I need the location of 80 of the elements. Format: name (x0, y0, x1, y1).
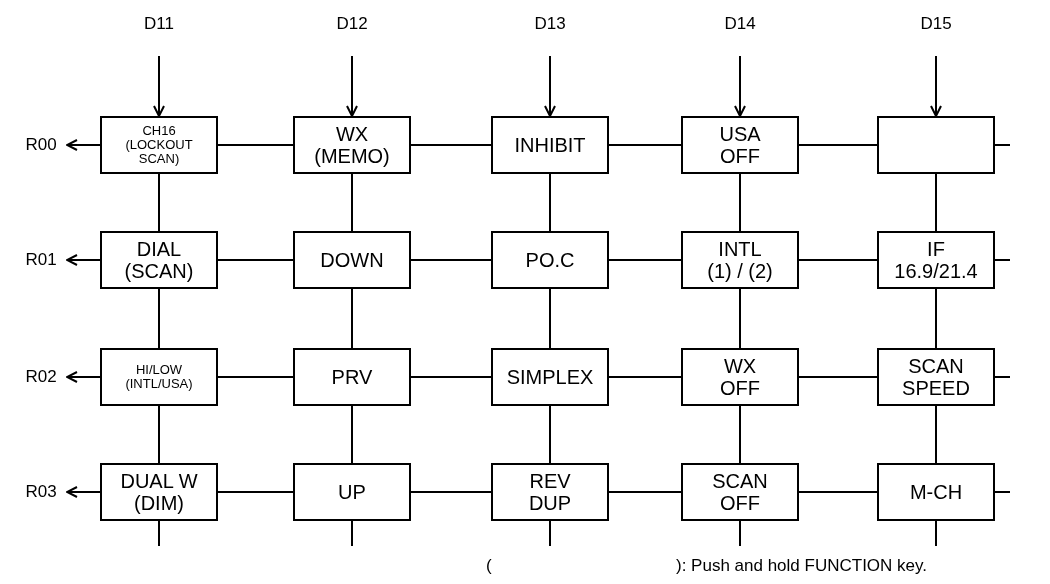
connector-line (739, 520, 741, 547)
key-box: DUAL W (DIM) (100, 463, 218, 521)
arrow (544, 55, 556, 117)
connector-line (608, 259, 682, 261)
key-box: USA OFF (681, 116, 799, 174)
connector-line (158, 173, 160, 232)
row-label: R03 (18, 480, 64, 504)
connector-line (608, 376, 682, 378)
connector-line (217, 376, 294, 378)
connector-line (935, 173, 937, 232)
key-box: SIMPLEX (491, 348, 609, 406)
key-box: SCAN OFF (681, 463, 799, 521)
connector-line (739, 405, 741, 464)
key-box: UP (293, 463, 411, 521)
row-label: R01 (18, 248, 64, 272)
key-box: PRV (293, 348, 411, 406)
key-box: DIAL (SCAN) (100, 231, 218, 289)
connector-line (158, 288, 160, 349)
connector-line (217, 144, 294, 146)
key-box: M-CH (877, 463, 995, 521)
key-box: WX (MEMO) (293, 116, 411, 174)
connector-line (994, 376, 1011, 378)
connector-line (158, 405, 160, 464)
connector-line (798, 144, 878, 146)
arrow (930, 55, 942, 117)
connector-line (217, 259, 294, 261)
connector-line (549, 405, 551, 464)
arrow (66, 371, 101, 383)
column-label: D14 (710, 12, 770, 36)
arrow (153, 55, 165, 117)
key-box: PO.C (491, 231, 609, 289)
connector-line (994, 144, 1011, 146)
key-box: CH16 (LOCKOUT SCAN) (100, 116, 218, 174)
note-text: ( (486, 556, 492, 576)
key-box: HI/LOW (INTL/USA) (100, 348, 218, 406)
key-box: REV DUP (491, 463, 609, 521)
connector-line (798, 491, 878, 493)
row-label: R00 (18, 133, 64, 157)
arrow (66, 139, 101, 151)
arrow (66, 254, 101, 266)
connector-line (351, 520, 353, 547)
arrow (734, 55, 746, 117)
key-box: WX OFF (681, 348, 799, 406)
connector-line (994, 259, 1011, 261)
key-box: INTL (1) / (2) (681, 231, 799, 289)
connector-line (798, 376, 878, 378)
connector-line (410, 491, 492, 493)
connector-line (410, 376, 492, 378)
connector-line (798, 259, 878, 261)
note-text: ): Push and hold FUNCTION key. (676, 556, 927, 576)
connector-line (158, 520, 160, 547)
row-label: R02 (18, 365, 64, 389)
connector-line (549, 288, 551, 349)
connector-line (935, 520, 937, 547)
key-box: IF 16.9/21.4 (877, 231, 995, 289)
connector-line (410, 259, 492, 261)
connector-line (410, 144, 492, 146)
connector-line (739, 173, 741, 232)
key-box: SCAN SPEED (877, 348, 995, 406)
column-label: D13 (520, 12, 580, 36)
connector-line (994, 491, 1011, 493)
connector-line (351, 288, 353, 349)
connector-line (935, 288, 937, 349)
connector-line (935, 405, 937, 464)
connector-line (608, 491, 682, 493)
key-box: DOWN (293, 231, 411, 289)
empty-key-box (877, 116, 995, 174)
column-label: D15 (906, 12, 966, 36)
connector-line (608, 144, 682, 146)
connector-line (739, 288, 741, 349)
connector-line (549, 520, 551, 547)
key-box: INHIBIT (491, 116, 609, 174)
connector-line (351, 173, 353, 232)
arrow (66, 486, 101, 498)
column-label: D11 (129, 12, 189, 36)
connector-line (217, 491, 294, 493)
connector-line (351, 405, 353, 464)
arrow (346, 55, 358, 117)
column-label: D12 (322, 12, 382, 36)
connector-line (549, 173, 551, 232)
